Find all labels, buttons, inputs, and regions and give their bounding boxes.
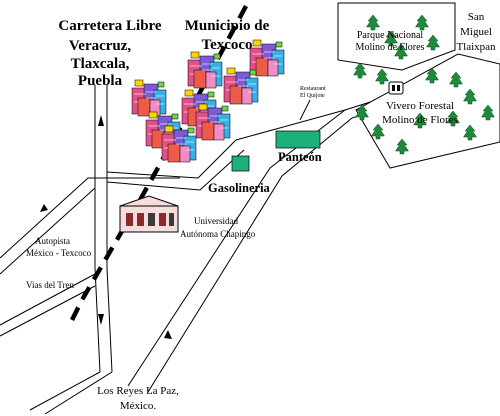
label-municipio-1: Municipio de [185, 18, 270, 34]
gas-station-marker [231, 155, 250, 172]
label-universidad-1: Universidad [194, 216, 238, 226]
map-labels: Carretera Libre Veracruz, Tlaxcala, Pueb… [26, 11, 496, 412]
label-los-reyes-1: Los Reyes La Paz, [97, 385, 179, 397]
label-san-miguel-1: San [468, 11, 485, 23]
label-universidad-2: Autónoma Chapingo [180, 229, 256, 239]
road-to-los-reyes [127, 109, 346, 387]
road-arrows [40, 115, 172, 339]
label-carretera-4: Puebla [78, 73, 123, 89]
cemetery-marker [275, 130, 321, 149]
road-to-los-reyes-left [29, 371, 101, 411]
label-autopista-1: Autopista [35, 236, 70, 246]
label-carretera-2: Veracruz, [69, 38, 132, 54]
label-restaurant-1: Restaurant [300, 86, 326, 92]
label-municipio-2: Texcoco [201, 37, 252, 53]
label-san-miguel-3: Tlaixpan [456, 41, 496, 53]
label-restaurant-2: El Quijote [300, 93, 325, 99]
city-buildings-icon [131, 39, 285, 163]
label-san-miguel-2: Miguel [460, 26, 492, 38]
label-los-reyes-2: México. [120, 400, 157, 412]
label-parque-2: Molino de Flores [356, 42, 425, 53]
label-vivero-2: Molino de Flores [382, 114, 458, 126]
restaurant-icon [388, 81, 404, 95]
road-autopista [0, 177, 180, 259]
label-vivero-1: Vivero Forestal [386, 100, 454, 112]
label-autopista-2: México - Texcoco [26, 248, 92, 258]
label-parque-1: Parque Nacional [357, 30, 424, 41]
label-carretera-1: Carretera Libre [58, 18, 161, 34]
label-vias-del-tren: Vias del Tren [26, 280, 74, 290]
university-building-icon [119, 195, 179, 233]
label-panteon: Panteón [278, 150, 322, 164]
road-carretera-libre [94, 85, 101, 373]
vivero-forestal-area [355, 53, 500, 169]
label-carretera-3: Tlaxcala, [71, 56, 130, 72]
label-gasolineria: Gasolineria [208, 181, 271, 195]
road-local-left [0, 273, 96, 326]
